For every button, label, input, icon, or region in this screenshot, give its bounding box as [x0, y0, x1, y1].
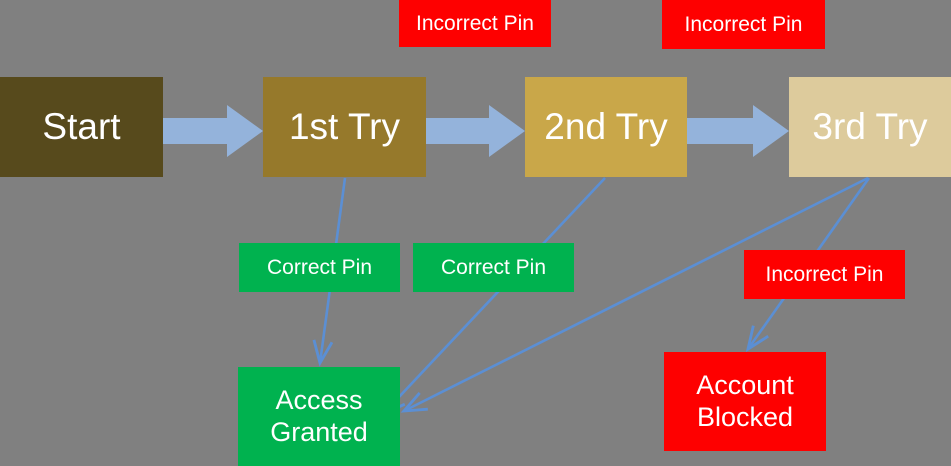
node-3rd-try-label: 3rd Try [812, 106, 928, 148]
label-incorrect-pin-1: Incorrect Pin [399, 0, 551, 47]
label-correct-pin-1-text: Correct Pin [266, 255, 373, 279]
label-correct-pin-1: Correct Pin [239, 243, 400, 292]
label-correct-pin-2-text: Correct Pin [440, 255, 547, 279]
block-arrow-try2-to-try3 [687, 105, 789, 157]
block-arrow-start-to-try1 [163, 105, 263, 157]
node-start-label: Start [42, 106, 121, 148]
label-correct-pin-2: Correct Pin [413, 243, 574, 292]
label-incorrect-pin-3-text: Incorrect Pin [765, 262, 884, 286]
node-1st-try[interactable]: 1st Try [263, 77, 426, 177]
label-incorrect-pin-3: Incorrect Pin [744, 250, 905, 299]
label-incorrect-pin-2-text: Incorrect Pin [684, 12, 803, 36]
node-start[interactable]: Start [0, 77, 163, 177]
node-2nd-try[interactable]: 2nd Try [525, 77, 687, 177]
label-incorrect-pin-2: Incorrect Pin [662, 0, 825, 49]
block-arrow-try1-to-try2 [426, 105, 525, 157]
node-3rd-try[interactable]: 3rd Try [789, 77, 951, 177]
node-1st-try-label: 1st Try [288, 106, 401, 148]
label-incorrect-pin-1-text: Incorrect Pin [416, 11, 534, 35]
node-2nd-try-label: 2nd Try [544, 106, 668, 148]
connector-try2-correct-to-access [380, 177, 606, 417]
